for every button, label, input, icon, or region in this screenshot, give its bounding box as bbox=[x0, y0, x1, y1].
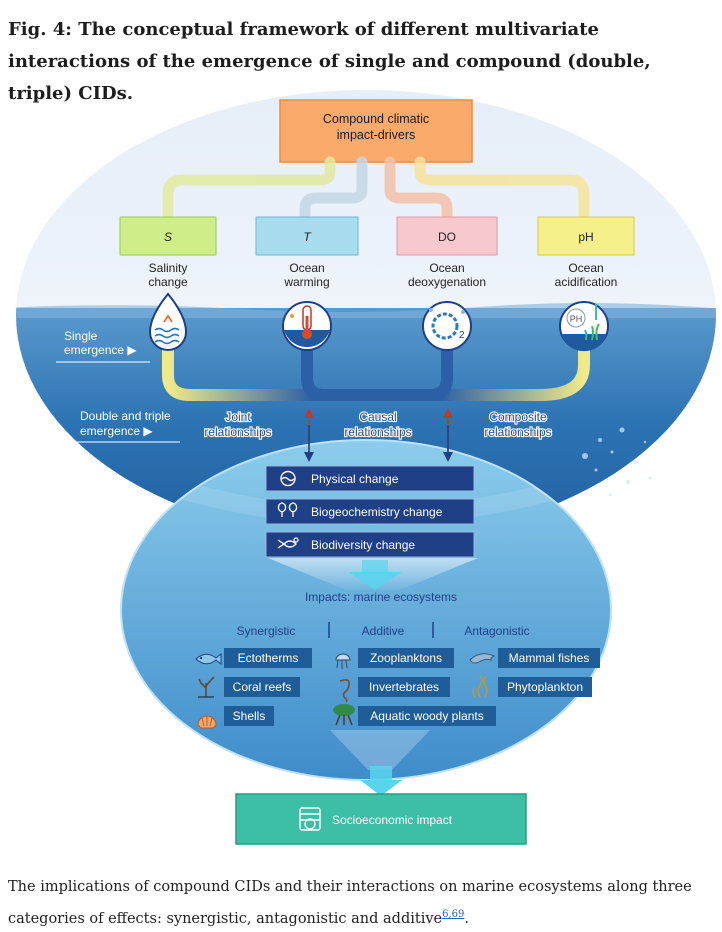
relationship-labels: Joint relationships Causal relationships… bbox=[203, 409, 553, 440]
item-shells-label: Shells bbox=[233, 709, 266, 723]
fish-icon bbox=[277, 537, 299, 549]
driver-label-acid-1: Ocean bbox=[568, 261, 603, 275]
root-connectors bbox=[162, 156, 590, 224]
item-invertebrates-label: Invertebrates bbox=[369, 680, 439, 694]
mangrove-icon bbox=[333, 704, 355, 726]
item-phytoplankton-label: Phytoplankton bbox=[507, 680, 583, 694]
category-additive: Additive bbox=[362, 624, 405, 638]
o2-subscript: 2 bbox=[459, 330, 465, 341]
item-invertebrates: Invertebrates bbox=[339, 677, 450, 703]
change-biogeochemistry-label: Biogeochemistry change bbox=[311, 505, 443, 519]
caption-refs-link[interactable]: 6,69 bbox=[442, 909, 465, 920]
item-ectotherms-label: Ectotherms bbox=[238, 651, 299, 665]
driver-label-warming-2: warming bbox=[283, 275, 329, 289]
category-antagonistic: Antagonistic bbox=[464, 624, 529, 638]
change-biogeochemistry: Biogeochemistry change bbox=[265, 498, 475, 525]
composite-relationships-line2: relationships bbox=[484, 425, 551, 439]
driver-salinity: S Salinity change bbox=[119, 216, 217, 289]
driver-label-deox-1: Ocean bbox=[429, 261, 464, 275]
driver-symbol-do: DO bbox=[438, 230, 456, 244]
root-label-line2: impact-drivers bbox=[337, 128, 416, 142]
multi-emergence-line2: emergence ▶ bbox=[80, 424, 153, 438]
impact-categories: Synergistic Additive Antagonistic bbox=[237, 622, 530, 638]
dolphin-icon bbox=[469, 653, 496, 664]
item-coral-reefs-label: Coral reefs bbox=[233, 680, 292, 694]
conceptual-framework-diagram: Compound climatic impact-drivers S Salin… bbox=[16, 90, 716, 845]
driver-label-warming-1: Ocean bbox=[289, 261, 324, 275]
joint-relationships-line1: Joint bbox=[225, 410, 251, 424]
oxygen-bubble-icon: 2 bbox=[422, 301, 472, 351]
impacts-title: Impacts: marine ecosystems bbox=[305, 590, 457, 604]
change-physical: Physical change bbox=[265, 465, 475, 492]
change-physical-label: Physical change bbox=[311, 472, 399, 486]
emergence-pipes bbox=[162, 344, 590, 401]
figure-caption: The implications of compound CIDs and th… bbox=[8, 874, 708, 932]
socioeconomic-impact-box: Socioeconomic impact bbox=[235, 793, 527, 845]
figure-label: Fig. 4: bbox=[8, 19, 72, 40]
caption-text: The implications of compound CIDs and th… bbox=[8, 879, 692, 927]
item-shells: Shells bbox=[197, 706, 274, 729]
root-label-line1: Compound climatic bbox=[323, 112, 429, 126]
item-coral-reefs: Coral reefs bbox=[198, 676, 300, 698]
bidirectional-arrows bbox=[304, 408, 453, 462]
ph-icon-text: PH bbox=[570, 314, 583, 324]
item-aquatic-woody-plants: Aquatic woody plants bbox=[333, 704, 496, 726]
money-icon bbox=[299, 807, 321, 831]
driver-symbol-t: T bbox=[303, 230, 312, 244]
item-ectotherms: Ectotherms bbox=[195, 648, 312, 668]
driver-warming: T Ocean warming bbox=[255, 216, 359, 289]
arrow-to-impacts bbox=[348, 560, 402, 590]
driver-label-acid-2: acidification bbox=[555, 275, 618, 289]
item-zooplanktons: Zooplanktons bbox=[335, 648, 454, 669]
driver-label-salinity-1: Salinity bbox=[149, 261, 188, 275]
figure-title: Fig. 4: The conceptual framework of diff… bbox=[8, 14, 708, 110]
item-mammal-fishes-label: Mammal fishes bbox=[509, 651, 590, 665]
single-emergence-line1: Single bbox=[64, 329, 98, 343]
thermometer-icon bbox=[282, 301, 332, 351]
multi-emergence-label: Double and triple emergence ▶ bbox=[72, 409, 180, 443]
causal-relationships-line2: relationships bbox=[344, 425, 411, 439]
composite-relationships-line1: Composite bbox=[489, 410, 547, 424]
driver-label-salinity-2: change bbox=[148, 275, 188, 289]
item-aquatic-woody-plants-label: Aquatic woody plants bbox=[370, 709, 483, 723]
joint-relationships-line2: relationships bbox=[204, 425, 271, 439]
salinity-droplet-icon bbox=[148, 292, 188, 351]
ph-seagrass-icon: PH bbox=[559, 301, 609, 352]
bubbles-decoration bbox=[582, 427, 652, 497]
antagonistic-items: Mammal fishes Phytoplankton bbox=[469, 648, 600, 698]
socioeconomic-label: Socioeconomic impact bbox=[332, 813, 453, 827]
item-phytoplankton: Phytoplankton bbox=[472, 675, 592, 698]
synergistic-items: Ectotherms Coral reefs Shells bbox=[195, 648, 312, 729]
caption-refs: 6,69 bbox=[442, 906, 464, 920]
item-zooplanktons-label: Zooplanktons bbox=[370, 651, 442, 665]
driver-symbol-ph: pH bbox=[578, 230, 593, 244]
shell-icon bbox=[197, 715, 217, 729]
driver-symbol-s: S bbox=[164, 230, 172, 244]
trees-icon bbox=[277, 502, 298, 517]
causal-relationships-line1: Causal bbox=[359, 410, 396, 424]
multi-emergence-line1: Double and triple bbox=[80, 409, 171, 423]
caption-end: . bbox=[464, 910, 469, 927]
additive-items: Zooplanktons Invertebrates Aquatic woody… bbox=[333, 648, 496, 726]
wave-icon bbox=[280, 470, 296, 487]
single-emergence-line2: emergence ▶ bbox=[64, 343, 137, 357]
jellyfish-icon bbox=[335, 653, 351, 669]
category-synergistic: Synergistic bbox=[237, 624, 296, 638]
coral-icon bbox=[198, 676, 215, 698]
seahorse-icon bbox=[339, 679, 350, 703]
compound-cid-root-box: Compound climatic impact-drivers bbox=[279, 99, 473, 163]
driver-acidification: pH Ocean acidification bbox=[537, 216, 635, 289]
fish-icon bbox=[195, 652, 222, 666]
seaweed-icon bbox=[472, 675, 488, 698]
change-biodiversity: Biodiversity change bbox=[265, 531, 475, 558]
figure-title-text: The conceptual framework of different mu… bbox=[8, 19, 651, 104]
single-emergence-label: Single emergence ▶ bbox=[56, 329, 150, 363]
item-mammal-fishes: Mammal fishes bbox=[469, 648, 600, 668]
arrow-to-socioeconomic bbox=[330, 730, 430, 796]
change-biodiversity-label: Biodiversity change bbox=[311, 538, 415, 552]
driver-label-deox-2: deoxygenation bbox=[408, 275, 486, 289]
driver-deoxygenation: DO Ocean deoxygenation bbox=[396, 216, 498, 289]
